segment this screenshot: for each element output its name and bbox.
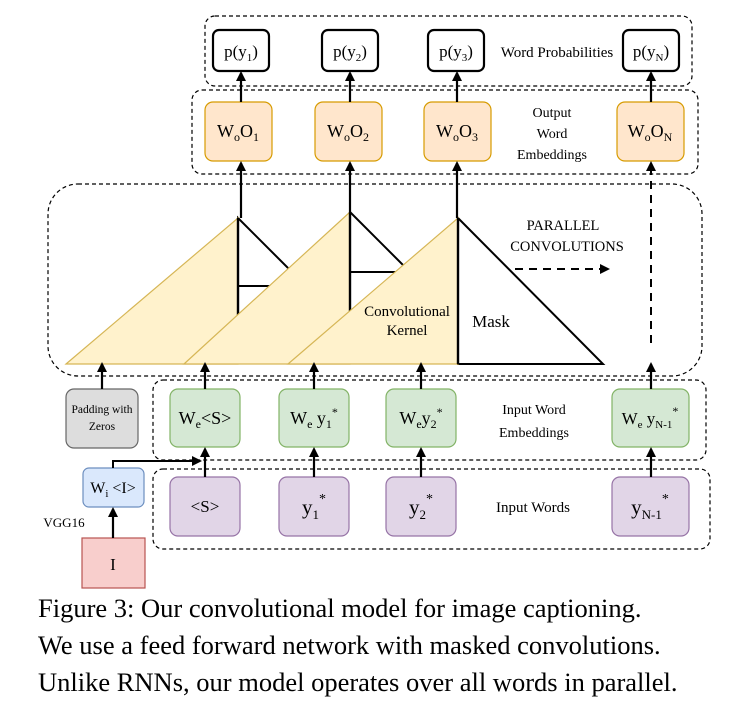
vgg16-label: VGG16: [43, 515, 85, 530]
caption-line-1: Figure 3: Our convolutional model for im…: [38, 593, 642, 623]
svg-text:Embeddings: Embeddings: [499, 426, 569, 441]
input-words-group: [152, 468, 711, 550]
probability-box-2: p(y2): [320, 28, 380, 73]
svg-text:Word: Word: [537, 127, 568, 142]
input-words-label: Input Words: [496, 500, 570, 516]
svg-text:Embeddings: Embeddings: [517, 148, 587, 163]
svg-text:y1*: y1*: [302, 492, 326, 522]
mask-label: Mask: [472, 312, 510, 331]
mask-triangle-2: [349, 209, 413, 273]
embedding-to-kernel-arrows: [97, 362, 656, 389]
svg-text:<S>: <S>: [191, 497, 220, 516]
image-input-box: I: [81, 537, 146, 589]
output-to-probability-arrows: [236, 71, 656, 102]
output-embedding-n: WoON: [616, 101, 685, 162]
figure-caption: Figure 3: Our convolutional model for im…: [38, 590, 728, 701]
input-embedding-start: We<S>: [169, 388, 241, 448]
svg-text:p(y1): p(y1): [224, 42, 258, 64]
parallel-convolutions-label: PARALLEL CONVOLUTIONS: [510, 218, 624, 255]
output-embedding-1: WoO1: [204, 101, 273, 162]
caption-line-3: Unlike RNNs, our model operates over all…: [38, 667, 678, 697]
svg-text:p(y2): p(y2): [333, 42, 367, 64]
architecture-diagram: p(y1) p(y2) p(y3) p(yN) Word Probabiliti…: [43, 15, 711, 589]
input-word-n-1: yN-1*: [611, 476, 690, 537]
probability-box-n: p(yN): [621, 28, 681, 73]
kernel-to-output-arrows: [236, 161, 462, 218]
input-embedding-n-1: We yN-1*: [611, 388, 690, 448]
input-word-start: <S>: [169, 476, 241, 537]
input-embedding-2: Wey2*: [385, 388, 457, 448]
svg-text:Padding with: Padding with: [71, 404, 132, 416]
convolutions-group: [47, 183, 703, 377]
svg-text:p(y3): p(y3): [439, 42, 473, 64]
input-embeddings-group: [152, 379, 707, 461]
svg-text:y2*: y2*: [409, 492, 433, 522]
output-embedding-2: WoO2: [314, 101, 383, 162]
svg-text:Convolutional: Convolutional: [364, 304, 450, 320]
convolutional-kernel-label: Convolutional Kernel: [364, 304, 450, 339]
svg-text:Output: Output: [533, 106, 572, 121]
image-embedding-box: Wi <I>: [82, 467, 145, 508]
svg-text:CONVOLUTIONS: CONVOLUTIONS: [510, 239, 624, 255]
word-to-embedding-arrows: [200, 447, 656, 477]
svg-text:WoO2: WoO2: [327, 121, 369, 144]
svg-text:WoO1: WoO1: [217, 121, 259, 144]
svg-text:Zeros: Zeros: [89, 421, 116, 433]
word-probabilities-label: Word Probabilities: [501, 45, 614, 61]
padding-with-zeros-box: Padding with Zeros: [65, 388, 139, 449]
image-embedding-to-start-arrow: [112, 456, 202, 468]
input-embedding-1: We y1*: [278, 388, 350, 448]
caption-line-2: We use a feed forward network with maske…: [38, 630, 661, 660]
svg-text:Kernel: Kernel: [387, 323, 428, 339]
svg-text:Wi <I>: Wi <I>: [90, 480, 136, 500]
svg-text:We yN-1*: We yN-1*: [622, 404, 679, 431]
probability-box-1: p(y1): [211, 28, 271, 73]
convolutional-kernels: [64, 209, 606, 365]
output-embeddings-label: Output Word Embeddings: [517, 106, 587, 163]
svg-text:We y1*: We y1*: [290, 405, 338, 431]
svg-text:PARALLEL: PARALLEL: [527, 218, 600, 234]
svg-text:We<S>: We<S>: [179, 408, 232, 431]
svg-text:yN-1*: yN-1*: [631, 492, 669, 522]
output-embedding-3: WoO3: [423, 101, 492, 162]
svg-text:WoON: WoON: [628, 121, 673, 144]
input-word-2: y2*: [385, 476, 457, 537]
svg-text:Input Word: Input Word: [502, 403, 566, 418]
input-word-1: y1*: [278, 476, 350, 537]
probabilities-group: [204, 15, 693, 87]
svg-text:I: I: [110, 555, 116, 574]
input-word-embeddings-label: Input Word Embeddings: [499, 403, 569, 441]
svg-text:p(yN): p(yN): [633, 42, 669, 64]
output-embeddings-group: [191, 89, 699, 175]
probability-box-3: p(y3): [426, 28, 486, 73]
svg-text:WoO3: WoO3: [436, 121, 478, 144]
svg-text:Wey2*: Wey2*: [399, 405, 442, 431]
